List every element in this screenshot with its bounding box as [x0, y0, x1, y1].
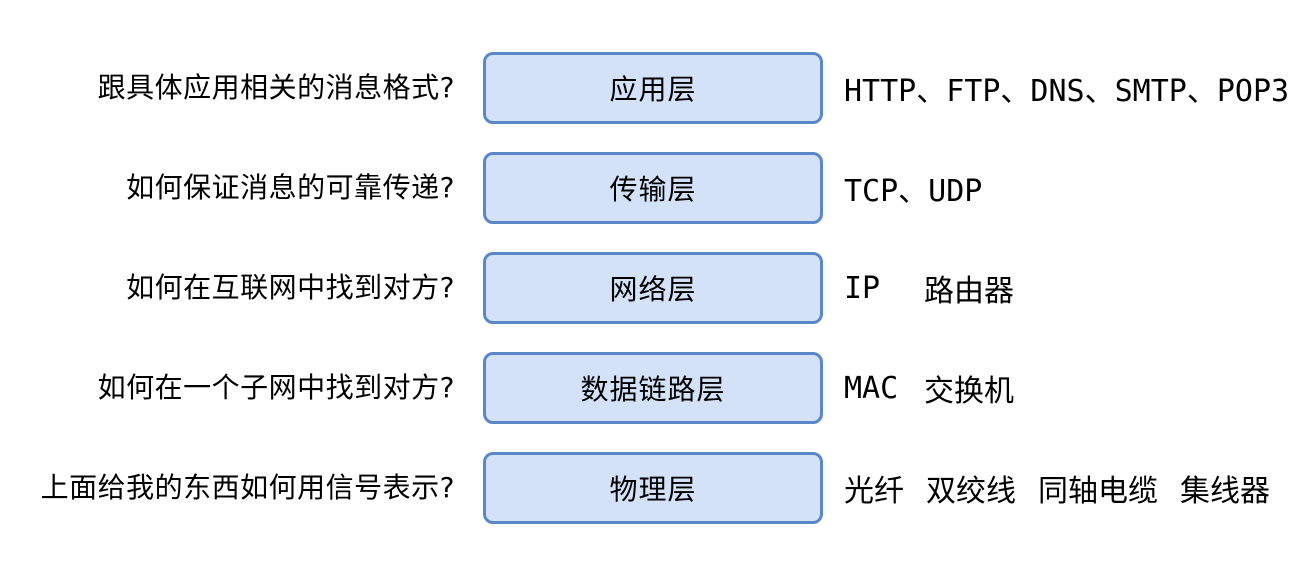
protocol-item: MAC	[844, 370, 899, 406]
layer-protocols: MAC 交换机	[844, 366, 1014, 410]
layer-box-label: 应用层	[609, 73, 697, 106]
layer-protocols: HTTP、FTP、DNS、SMTP、POP3	[844, 66, 1289, 110]
layer-protocols: TCP、UDP	[844, 166, 982, 210]
layer-box-network: 网络层	[483, 252, 823, 324]
layer-question: 跟具体应用相关的消息格式?	[97, 71, 455, 105]
layer-box-label: 传输层	[609, 173, 697, 206]
protocol-item: 同轴电缆	[1038, 474, 1158, 509]
layer-box-datalink: 数据链路层	[483, 352, 823, 424]
layer-box-label: 数据链路层	[580, 373, 726, 406]
protocol-item: HTTP、FTP、DNS、SMTP、POP3	[844, 74, 1290, 109]
layer-protocols: 光纤 双绞线 同轴电缆 集线器	[844, 466, 1270, 510]
layer-box-transport: 传输层	[483, 152, 823, 224]
layer-question: 如何在一个子网中找到对方?	[97, 371, 455, 405]
protocol-item: IP	[844, 270, 881, 306]
layer-row-physical: 上面给我的东西如何用信号表示? 物理层 光纤 双绞线 同轴电缆 集线器	[0, 438, 1306, 538]
layer-box-application: 应用层	[483, 52, 823, 124]
protocol-item: 路由器	[924, 274, 1014, 309]
layer-question: 上面给我的东西如何用信号表示?	[40, 471, 455, 505]
layer-row-transport: 如何保证消息的可靠传递? 传输层 TCP、UDP	[0, 138, 1306, 238]
layer-row-datalink: 如何在一个子网中找到对方? 数据链路层 MAC 交换机	[0, 338, 1306, 438]
protocol-item: 光纤	[844, 474, 904, 509]
layer-question: 如何在互联网中找到对方?	[126, 271, 455, 305]
layer-row-application: 跟具体应用相关的消息格式? 应用层 HTTP、FTP、DNS、SMTP、POP3	[0, 38, 1306, 138]
protocol-item: 集线器	[1180, 474, 1270, 509]
layer-row-network: 如何在互联网中找到对方? 网络层 IP 路由器	[0, 238, 1306, 338]
layer-box-label: 网络层	[609, 273, 697, 306]
protocol-item: TCP、UDP	[844, 174, 983, 209]
layer-question: 如何保证消息的可靠传递?	[126, 171, 455, 205]
protocol-item: 双绞线	[926, 474, 1016, 509]
layer-protocols: IP 路由器	[844, 266, 1014, 310]
protocol-item: 交换机	[924, 374, 1014, 409]
layer-box-label: 物理层	[609, 473, 697, 506]
layer-box-physical: 物理层	[483, 452, 823, 524]
